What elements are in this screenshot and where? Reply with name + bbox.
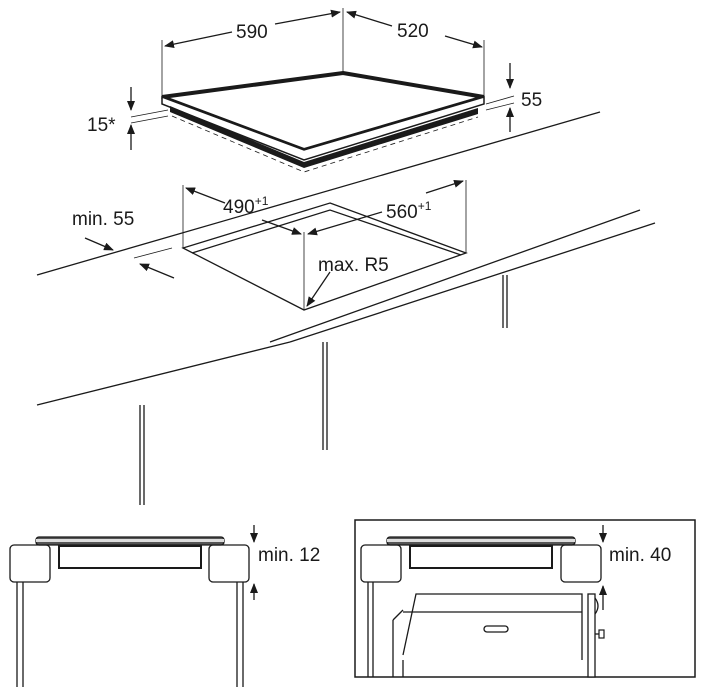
section-right <box>354 519 696 678</box>
section-left <box>9 525 258 687</box>
front-distance-label: min. 55 <box>72 209 134 230</box>
hob-gap-label: 15* <box>87 115 116 136</box>
worktop <box>36 111 656 505</box>
cutout-depth-label: 490+1 <box>223 194 269 218</box>
left-clearance-label: min. 12 <box>258 545 320 566</box>
right-clearance-label: min. 40 <box>609 545 671 566</box>
hob-depth-label: 520 <box>397 21 429 42</box>
corner-radius-label: max. R5 <box>318 255 389 276</box>
hob-dimension-lines <box>127 8 515 150</box>
hob-height-label: 55 <box>521 90 542 111</box>
hob-isometric <box>161 70 485 173</box>
cutout-width-label: 560+1 <box>386 199 432 223</box>
hob-width-label: 590 <box>236 22 268 43</box>
cutout <box>84 179 468 311</box>
